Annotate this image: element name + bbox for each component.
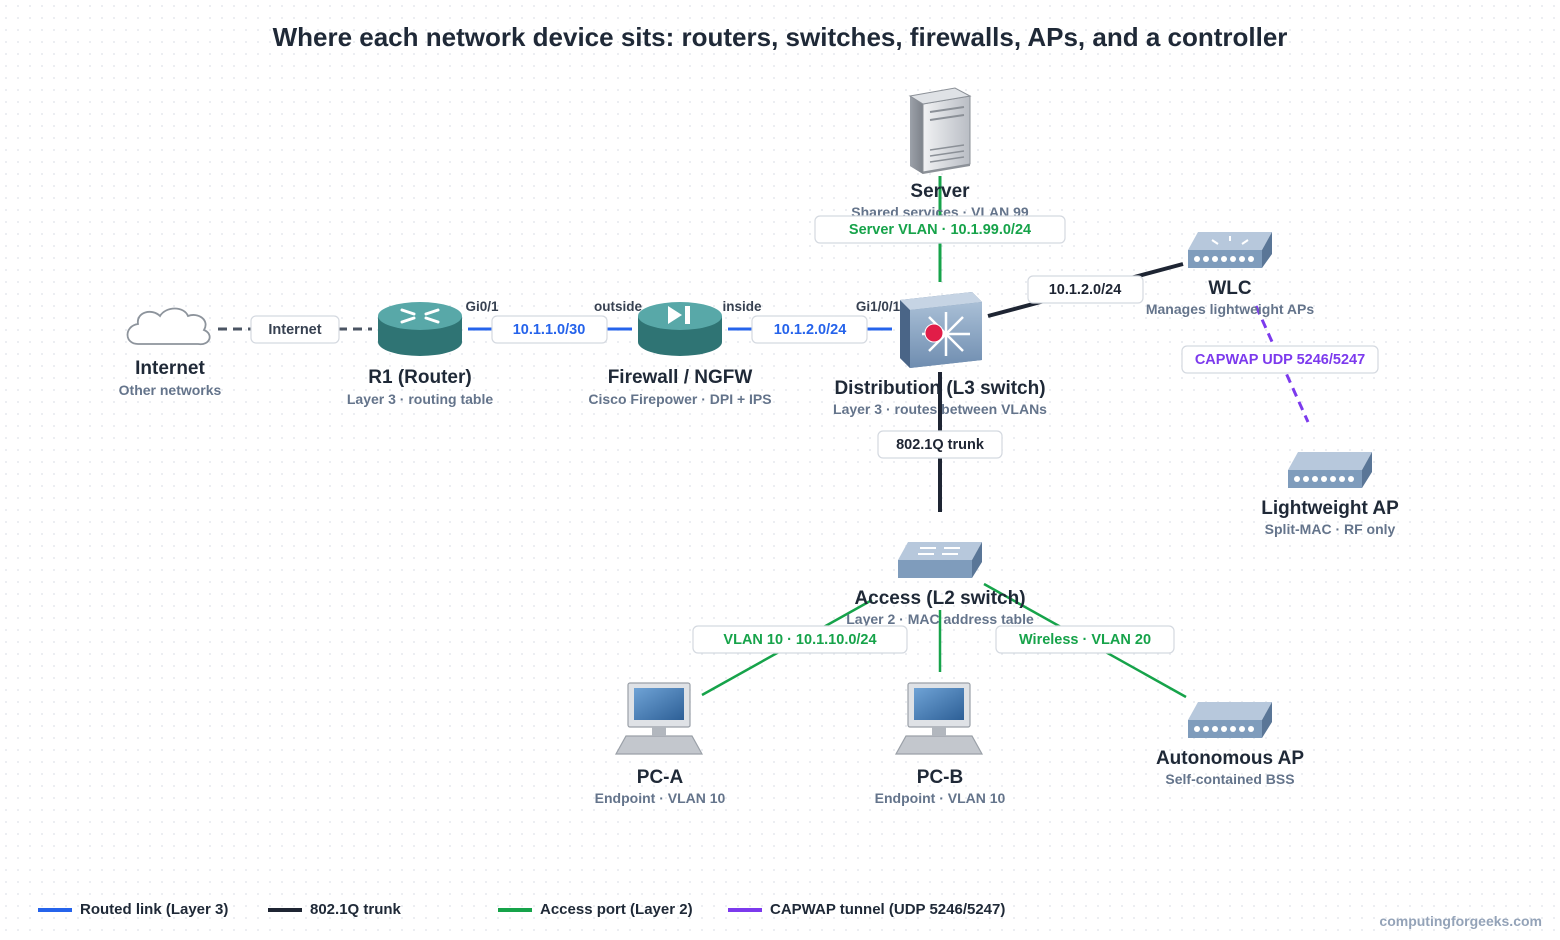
link-label-vlan10: VLAN 10 · 10.1.10.0/24 xyxy=(692,625,908,654)
node-name: PC-B xyxy=(917,767,963,788)
svg-text:CAPWAP tunnel (UDP 5246/5247): CAPWAP tunnel (UDP 5246/5247) xyxy=(770,901,1005,918)
link-label-server: Server VLAN · 10.1.99.0/24 xyxy=(814,215,1066,244)
svg-text:VLAN 10 · 10.1.10.0/24: VLAN 10 · 10.1.10.0/24 xyxy=(723,632,876,648)
svg-text:Server VLAN · 10.1.99.0/24: Server VLAN · 10.1.99.0/24 xyxy=(849,222,1031,238)
node-sub: Endpoint · VLAN 10 xyxy=(595,790,726,806)
node-pc-a[interactable]: PC-A Endpoint · VLAN 10 xyxy=(595,767,726,806)
node-sub: Endpoint · VLAN 10 xyxy=(875,790,1006,806)
svg-text:CAPWAP UDP 5246/5247: CAPWAP UDP 5246/5247 xyxy=(1195,352,1365,368)
links xyxy=(218,176,1310,699)
l2-switch-icon xyxy=(898,542,982,578)
node-name: Distribution (L3 switch) xyxy=(834,378,1045,399)
legend-item-capwap: CAPWAP tunnel (UDP 5246/5247) xyxy=(728,901,1005,918)
link-label-wlc: 10.1.2.0/24 xyxy=(1027,275,1144,304)
link-label-capwap: CAPWAP UDP 5246/5247 xyxy=(1181,345,1379,374)
node-name: PC-A xyxy=(637,767,684,788)
svg-text:802.1Q trunk: 802.1Q trunk xyxy=(310,901,402,918)
node-wlc[interactable]: WLC Manages lightweight APs xyxy=(1146,278,1314,317)
node-sub: Self-contained BSS xyxy=(1165,771,1294,787)
node-name: Firewall / NGFW xyxy=(608,367,753,388)
legend-item-trunk: 802.1Q trunk xyxy=(268,901,402,918)
wlc-icon xyxy=(1188,232,1272,268)
link-label-internet: Internet xyxy=(250,315,340,344)
svg-text:10.1.2.0/24: 10.1.2.0/24 xyxy=(1049,282,1122,298)
svg-text:Access port (Layer 2): Access port (Layer 2) xyxy=(540,901,693,918)
legend-item-access: Access port (Layer 2) xyxy=(498,901,693,918)
node-sub: Layer 3 · routing table xyxy=(347,391,493,407)
svg-text:10.1.1.0/30: 10.1.1.0/30 xyxy=(513,322,586,338)
link-label-r1-fw: 10.1.1.0/30 xyxy=(491,315,608,344)
pc-icon xyxy=(614,682,704,755)
router-icon xyxy=(378,302,462,356)
node-name: WLC xyxy=(1208,278,1252,299)
port-label-fw-outside: outside xyxy=(594,299,642,314)
link-label-fw-dist: 10.1.2.0/24 xyxy=(751,315,868,344)
svg-text:Internet: Internet xyxy=(268,322,321,338)
access-point-icon xyxy=(1288,452,1372,488)
svg-text:802.1Q trunk: 802.1Q trunk xyxy=(896,437,985,453)
access-point-icon xyxy=(1188,702,1272,738)
node-name: Access (L2 switch) xyxy=(854,588,1025,609)
node-sub: Cisco Firepower · DPI + IPS xyxy=(588,391,771,407)
l3-switch-icon xyxy=(900,292,982,368)
node-lightweight-ap[interactable]: Lightweight AP Split-MAC · RF only xyxy=(1261,498,1399,537)
server-icon xyxy=(908,87,972,174)
svg-text:Routed link (Layer 3): Routed link (Layer 3) xyxy=(80,901,228,918)
link-label-trunk: 802.1Q trunk xyxy=(877,430,1003,459)
cloud-icon xyxy=(126,307,211,346)
node-sub: Layer 2 · MAC address table xyxy=(846,611,1034,627)
node-name: Server xyxy=(910,181,970,202)
node-distribution[interactable]: Distribution (L3 switch) Layer 3 · route… xyxy=(833,378,1047,417)
port-label-dist: Gi1/0/1 xyxy=(856,299,901,314)
node-access[interactable]: Access (L2 switch) Layer 2 · MAC address… xyxy=(846,588,1034,627)
node-name: Lightweight AP xyxy=(1261,498,1399,519)
node-autonomous-ap[interactable]: Autonomous AP Self-contained BSS xyxy=(1156,748,1304,787)
node-sub: Manages lightweight APs xyxy=(1146,301,1314,317)
node-firewall[interactable]: Firewall / NGFW Cisco Firepower · DPI + … xyxy=(588,367,771,407)
port-label-fw-inside: inside xyxy=(722,299,762,314)
node-sub: Split-MAC · RF only xyxy=(1265,521,1396,537)
node-r1[interactable]: R1 (Router) Layer 3 · routing table xyxy=(347,367,493,407)
node-name: Autonomous AP xyxy=(1156,748,1304,769)
port-label-r1: Gi0/1 xyxy=(465,299,499,314)
node-name: R1 (Router) xyxy=(368,367,471,388)
link-label-wireless: Wireless · VLAN 20 xyxy=(995,625,1175,654)
pc-icon xyxy=(894,682,984,755)
node-name: Internet xyxy=(135,358,205,379)
legend: Routed link (Layer 3) 802.1Q trunk Acces… xyxy=(38,901,1005,918)
node-server[interactable]: Server Shared services · VLAN 99 xyxy=(851,181,1029,220)
node-sub: Layer 3 · routes between VLANs xyxy=(833,401,1047,417)
svg-text:10.1.2.0/24: 10.1.2.0/24 xyxy=(774,322,847,338)
node-sub: Other networks xyxy=(119,382,222,398)
diagram-title: Where each network device sits: routers,… xyxy=(273,22,1288,52)
node-pc-b[interactable]: PC-B Endpoint · VLAN 10 xyxy=(875,767,1006,806)
node-internet[interactable]: Internet Other networks xyxy=(119,358,222,398)
firewall-icon xyxy=(638,302,722,356)
site-credit: computingforgeeks.com xyxy=(1379,913,1542,929)
legend-item-routed: Routed link (Layer 3) xyxy=(38,901,228,918)
svg-text:Wireless · VLAN 20: Wireless · VLAN 20 xyxy=(1019,632,1151,648)
